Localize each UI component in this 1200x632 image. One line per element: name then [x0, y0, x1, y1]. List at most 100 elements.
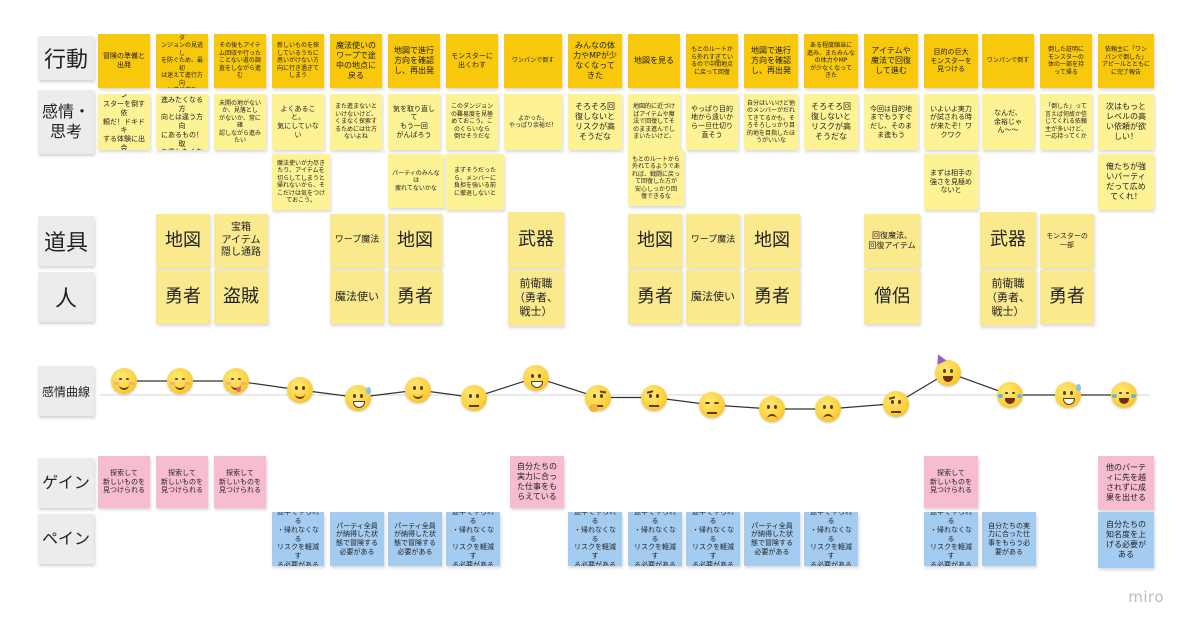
pain-sticky[interactable]: 途中でやられる ・帰れなくなる リスクを軽減す る必要がある: [272, 512, 324, 566]
thinking-face-icon[interactable]: [585, 384, 611, 412]
feeling-sticky[interactable]: 地図的に近づけ ばアイテムや魔 法で回復してそ のまま進んでし まいたいけど、: [628, 94, 680, 150]
feeling-sticky[interactable]: 気を取り直して もう一回 がんばろう: [388, 94, 440, 150]
tool-sticky[interactable]: 地図: [628, 214, 682, 268]
pain-sticky[interactable]: 途中でやられる ・帰れなくなる リスクを軽減す る必要がある: [804, 512, 858, 566]
gain-sticky[interactable]: 探索して 新しいものを 見つけられる: [924, 456, 978, 508]
person-sticky[interactable]: 前衛職 （勇者、 戦士）: [508, 270, 564, 326]
action-sticky[interactable]: その後もアイテ ム回収や行った ことない道の調 査をしながら進 む: [214, 34, 266, 88]
pain-sticky[interactable]: パーティ全員 が納得した状 態で冒険する 必要がある: [330, 512, 384, 566]
action-sticky[interactable]: みんなの体 力やMPが少 なくなって きた: [568, 34, 622, 88]
feeling-sticky[interactable]: 「倒した」って 言えば何故か信 じてくれる依頼 主が多いけど、 一応持ってくか: [1040, 94, 1092, 150]
person-sticky[interactable]: 魔法使い: [686, 270, 740, 324]
smirking-face-icon[interactable]: [167, 368, 193, 394]
action-sticky[interactable]: 地図で進行 方向を確認 し、再出発: [744, 34, 798, 88]
action-sticky[interactable]: もとのルートか ら外れすぎてい るので中間地点 に戻って回復: [686, 34, 738, 88]
feeling-sticky[interactable]: よくあること。 気にしていない: [272, 94, 324, 150]
person-sticky[interactable]: 魔法使い: [330, 270, 384, 324]
feeling-sticky[interactable]: やっぱり目的 地から遠いか ら一旦仕切り 直そう: [686, 94, 738, 150]
action-sticky[interactable]: アイテムや 魔法で回復 して進む: [864, 34, 918, 88]
feeling-sticky[interactable]: このダンジョン の難易度を見極 めておこう。こ のくらいなら 倒せそうだな: [446, 94, 498, 150]
tool-sticky[interactable]: 回復魔法、 回復アイテム: [864, 214, 920, 268]
feeling-sticky[interactable]: なんだ、 余裕じゃん〜〜: [982, 94, 1034, 150]
pain-sticky[interactable]: パーティ全員 が納得した状 態で冒険する 必要がある: [388, 512, 442, 566]
tool-sticky[interactable]: モンスターの 一部: [1040, 214, 1094, 268]
feeling-sticky-secondary[interactable]: まずそうだった ら、メンバーに 負担を強いる前 に撤退しないと: [446, 154, 504, 210]
gain-sticky[interactable]: 自分たちの 実力に合っ た仕事をも らえている: [510, 456, 564, 508]
person-sticky[interactable]: 僧侶: [864, 270, 920, 324]
joy-face-icon[interactable]: [1111, 382, 1137, 408]
slight-smile-face-icon[interactable]: [287, 377, 313, 403]
action-sticky[interactable]: 魔法使いの ワープで途 中の地点に 戻る: [330, 34, 382, 88]
frown-face-icon[interactable]: [815, 396, 841, 422]
action-sticky[interactable]: 依頼主に「ワン パンで倒した」 アピールとともに に完了報告: [1098, 34, 1154, 88]
action-sticky[interactable]: ある程度順当に 進み、またみんな の体力やMP が少なくなって きた: [804, 34, 858, 88]
feeling-sticky-secondary[interactable]: 俺たちが強 いパーティ だって広め てくれ！: [1098, 154, 1154, 210]
pain-sticky[interactable]: パーティ全員 が納得した状 態で冒険する 必要がある: [744, 512, 800, 566]
action-sticky[interactable]: 目的の巨大 モンスターを 見つける: [924, 34, 978, 88]
action-sticky[interactable]: 地図で進行 方向を確認 し、再出発: [388, 34, 440, 88]
sweat-smile-face-icon[interactable]: [1055, 382, 1081, 408]
tool-sticky[interactable]: 武器: [980, 212, 1036, 268]
feeling-sticky-secondary[interactable]: パーティのみんなは 疲れてないかな: [388, 154, 444, 208]
slight-frown-face-icon[interactable]: [759, 396, 785, 422]
tool-sticky[interactable]: ワープ魔法: [686, 214, 740, 268]
feeling-sticky-secondary[interactable]: 魔法使いが力尽き たり、アイテムを 切らしてしまうと 帰れないから、そ こだけは…: [272, 154, 330, 210]
feeling-sticky[interactable]: いよいよ実力 が試される時 が来たぞ！ワ クワク: [924, 94, 978, 150]
grin-face-icon[interactable]: [523, 364, 549, 391]
pain-sticky[interactable]: 途中でやられる ・帰れなくなる リスクを軽減す る必要がある: [924, 512, 978, 566]
feeling-sticky[interactable]: そろそろ回 復しないと リスクが高 そうだな: [568, 94, 622, 150]
pain-sticky[interactable]: 途中でやられる ・帰れなくなる リスクを軽減す る必要がある: [628, 512, 682, 566]
person-sticky[interactable]: 前衛職 （勇者、 戦士）: [980, 270, 1036, 326]
joy-face-icon[interactable]: [997, 382, 1023, 408]
person-sticky[interactable]: 盗賊: [214, 270, 268, 324]
feeling-sticky[interactable]: 今日は西のモン スターを倒す依 頼だ！ドキドキ する体験に出会 えるといいな: [98, 94, 150, 150]
pain-sticky[interactable]: 途中でやられる ・帰れなくなる リスクを軽減す る必要がある: [686, 512, 740, 566]
pain-sticky[interactable]: 自分たちの 知名度を上 げる必要が ある: [1098, 512, 1154, 568]
feeling-sticky[interactable]: そろそろ回 復しないと リスクが高 そうだな: [804, 94, 858, 150]
action-sticky[interactable]: ワンパンで倒す: [504, 34, 562, 88]
gain-sticky[interactable]: 探索して 新しいものを 見つけられる: [98, 456, 150, 508]
action-sticky[interactable]: 新しいものを探 しているうちに 思いがけない方 向に行き過ぎて しまう: [272, 34, 324, 88]
tool-sticky[interactable]: 武器: [508, 212, 564, 268]
feeling-sticky[interactable]: 今回は目的地 までもうすぐ だし、そのま ま進もう: [864, 94, 918, 150]
pain-sticky[interactable]: 途中でやられる ・帰れなくなる リスクを軽減す る必要がある: [568, 512, 622, 566]
gain-sticky[interactable]: 他のパーテ ィに先を越 されずに成 果を出せる: [1098, 456, 1154, 510]
person-sticky[interactable]: 勇者: [628, 270, 682, 324]
feeling-sticky-secondary[interactable]: まずは相手の 強さを見極め ないと: [924, 154, 978, 210]
action-sticky[interactable]: モンスターに 出くわす: [446, 34, 498, 88]
feeling-sticky[interactable]: 自分はいいけど他 のメンバーがだれ てきてるかも。そ ろそろしっかり目 的地を目…: [744, 94, 798, 150]
tool-sticky[interactable]: 宝箱 アイテム 隠し通路: [214, 214, 268, 268]
gain-sticky[interactable]: 探索して 新しいものを 見つけられる: [156, 456, 208, 508]
feeling-sticky[interactable]: 次はもっと レベルの高 い依頼が欲 しい！: [1098, 94, 1154, 150]
feeling-sticky-secondary[interactable]: もとのルートから 外れてるようであ れば、戦闘に戻っ て回復した方が 安心しっか…: [628, 150, 684, 206]
expressionless-face-icon[interactable]: [699, 392, 725, 418]
gain-sticky[interactable]: 探索して 新しいものを 見つけられる: [214, 456, 266, 508]
party-face-icon[interactable]: [933, 351, 961, 386]
action-sticky[interactable]: 地図を見る: [628, 34, 680, 88]
feeling-sticky[interactable]: また進まないと いけないけど、 くまなく探索す るためには仕方 ないよね: [330, 94, 382, 150]
pain-sticky[interactable]: 自分たちの実 力に合った仕 事をもらう必 要がある: [982, 512, 1036, 566]
tool-sticky[interactable]: 地図: [744, 214, 800, 268]
action-sticky[interactable]: ワンパンで倒す: [982, 34, 1034, 88]
person-sticky[interactable]: 勇者: [156, 270, 210, 324]
action-sticky[interactable]: 冒険の準備と 出発: [98, 34, 150, 88]
pain-sticky[interactable]: 途中でやられる ・帰れなくなる リスクを軽減す る必要がある: [446, 512, 500, 566]
yum-face-icon[interactable]: [223, 368, 249, 394]
raised-eyebrow-face-icon[interactable]: [883, 390, 909, 417]
raised-eyebrow-face-icon[interactable]: [641, 384, 667, 411]
slight-smile-face-icon[interactable]: [405, 377, 431, 403]
feeling-sticky[interactable]: お宝はいかにも 進みたくなる方 向とは違う方向 にあるもの！取 り逃したくない: [156, 94, 208, 150]
person-sticky[interactable]: 勇者: [1040, 270, 1094, 324]
person-sticky[interactable]: 勇者: [388, 270, 442, 324]
tool-sticky[interactable]: 地図: [388, 214, 442, 268]
sweat-smile-face-icon[interactable]: [345, 384, 371, 411]
neutral-face-icon[interactable]: [461, 384, 487, 411]
feeling-sticky[interactable]: 未開の地がない か、見落とし がないか、常に確 認しながら進み たい: [214, 94, 266, 150]
action-sticky[interactable]: 倒した証明に モンスターの 体の一部を持 って帰る: [1040, 34, 1092, 88]
person-sticky[interactable]: 勇者: [744, 270, 800, 324]
tool-sticky[interactable]: ワープ魔法: [330, 214, 384, 268]
tool-sticky[interactable]: 地図: [156, 214, 210, 268]
action-sticky[interactable]: アイテムや隠しダ ンジョンの見逃し を防ぐため、最初 は迷えて進行方向 と逆に進…: [156, 34, 208, 88]
smiling-face-icon[interactable]: [111, 368, 137, 394]
feeling-sticky[interactable]: よかった。 やっぱり余裕だ！: [504, 94, 562, 150]
